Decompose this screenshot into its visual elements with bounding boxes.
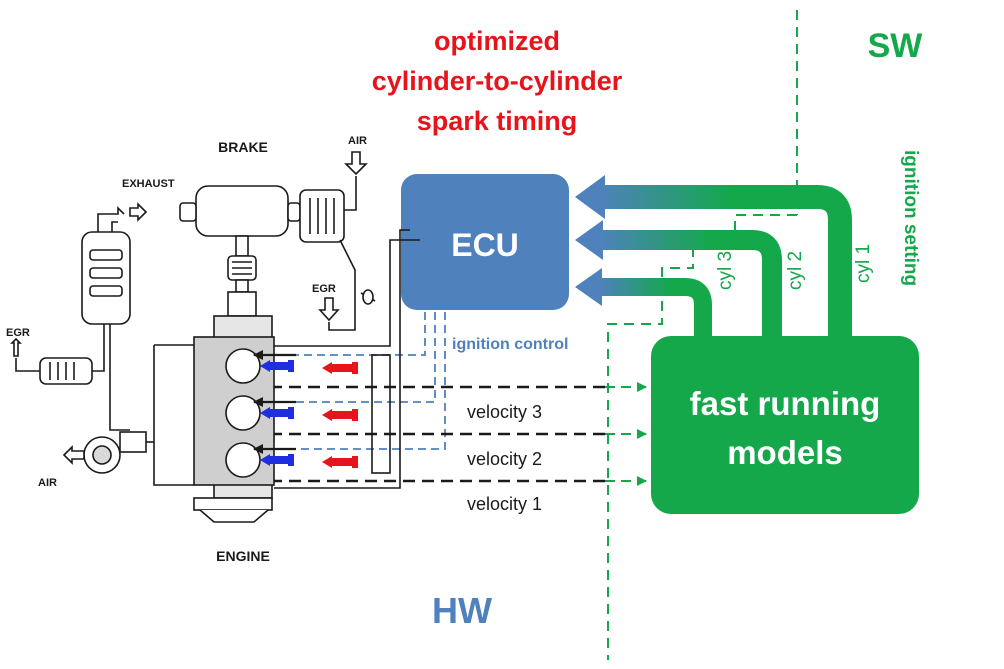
cyl-3-label: cyl 3: [715, 251, 736, 290]
egr-cooler-label: EGR: [6, 327, 30, 339]
brake-body: [195, 185, 289, 237]
models-label-line-1: fast running: [690, 385, 881, 422]
hw-zone-label: HW: [432, 590, 492, 631]
cyl-3-feedback-arrow: [598, 278, 712, 345]
ignition-control-lines: [275, 312, 446, 450]
engine-label: ENGINE: [216, 548, 270, 564]
spark-plugs: [260, 360, 358, 468]
cyl-1-feedback-arrow: [598, 185, 852, 345]
cyl-2-arrowhead: [575, 220, 603, 260]
brake-label: BRAKE: [218, 139, 268, 155]
spark-plug-blue-3: [260, 360, 294, 372]
cyl-2-feedback-arrow: [598, 230, 782, 345]
headline-line-3: spark timing: [417, 106, 578, 136]
cyl-1-label: cyl 1: [853, 244, 874, 283]
models-label-line-2: models: [727, 434, 843, 471]
ignition-control-label: ignition control: [452, 336, 568, 353]
velocity-signal-lines: [270, 382, 647, 486]
cyl-3-arrowhead: [575, 268, 602, 306]
intercooler: [299, 189, 345, 243]
egr-valve-label: EGR: [312, 283, 336, 295]
air-intake-label: AIR: [348, 135, 367, 147]
exhaust-label: EXHAUST: [122, 178, 175, 190]
sw-zone-label: SW: [868, 27, 924, 65]
ecu-label: ECU: [451, 227, 519, 263]
ignition-setting-label: ignition setting: [900, 150, 921, 286]
cylinder-ignition-arrows: [253, 350, 296, 454]
air-outlet-label: AIR: [38, 477, 57, 489]
spark-plug-red-1: [322, 456, 358, 468]
spark-plug-blue-2: [260, 407, 294, 419]
engine-schematic: [10, 151, 420, 523]
headline-line-2: cylinder-to-cylinder: [372, 66, 623, 96]
headline-line-1: optimized: [434, 26, 560, 56]
spark-plug-blue-1: [260, 454, 294, 466]
velocity-1-label: velocity 1: [467, 494, 542, 514]
ignition-setting-arrows: [575, 175, 852, 345]
hw-sw-boundary: [607, 10, 798, 660]
velocity-3-label: velocity 3: [467, 402, 542, 422]
cyl-2-label: cyl 2: [785, 251, 806, 290]
velocity-2-label: velocity 2: [467, 449, 542, 469]
spark-plug-red-2: [322, 409, 358, 421]
ecu-box: [401, 174, 569, 310]
headline: optimized cylinder-to-cylinder spark tim…: [372, 26, 623, 136]
fast-running-models-box: [651, 336, 919, 514]
cyl-1-arrowhead: [575, 175, 605, 219]
spark-plug-red-3: [322, 362, 358, 374]
